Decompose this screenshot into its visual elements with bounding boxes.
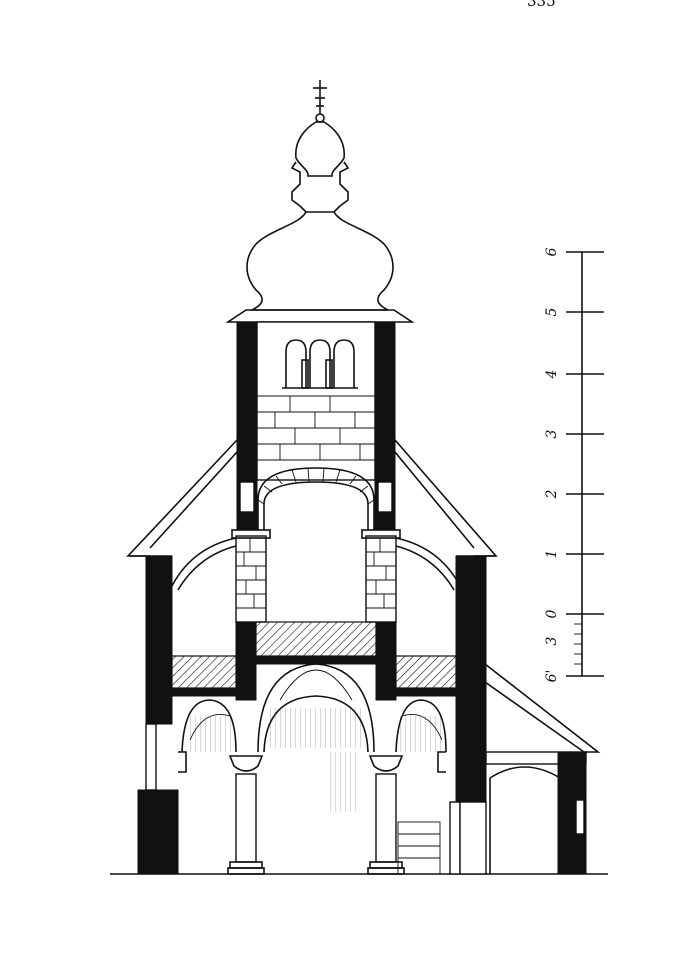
scale-bar: 6' 3 0 1 2 3 4 5 6 [544,247,604,682]
scale-label-3-upper: 3 [544,429,560,438]
porch [485,751,587,875]
scale-label-1: 1 [544,550,560,559]
scale-label-4: 4 [544,370,560,380]
belfry-window [282,339,358,389]
scale-label-0: 0 [544,609,560,618]
nave-roof [126,439,601,753]
gallery-floor [171,621,457,701]
tower [236,321,396,531]
page-number: 335 [527,0,556,10]
spire [225,80,415,323]
column-right [367,755,405,875]
scale-label-5: 5 [544,307,560,316]
lower-arcade [178,663,447,875]
scale-tick-labels: 6' 3 0 1 2 3 4 5 6 [544,247,560,682]
outer-walls [130,555,496,875]
scale-label-6: 6 [544,247,560,256]
column-left [227,755,265,875]
scale-label-2: 2 [544,489,560,499]
upper-piers [169,529,463,623]
scale-label-6ft: 6' [544,670,560,683]
scale-label-3: 3 [544,636,560,645]
